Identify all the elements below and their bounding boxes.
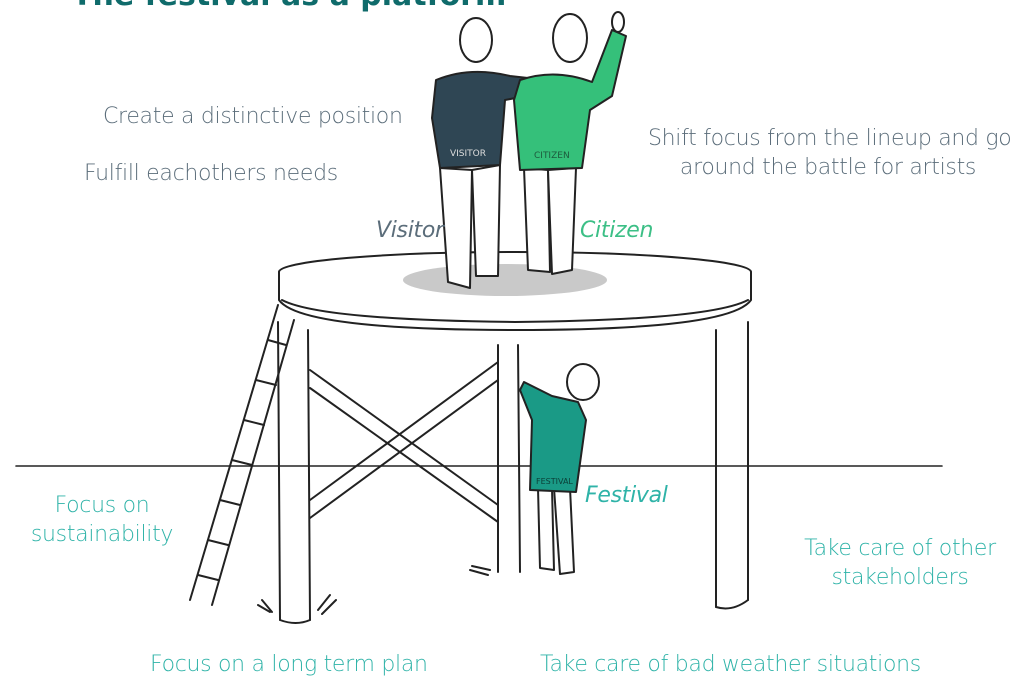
long-term-plan-text: Focus on a long term plan [150, 652, 428, 677]
festival-label: Festival [585, 483, 668, 508]
platform-leg-back-right [715, 321, 749, 608]
fulfill-needs-text: Fulfill eachothers needs [84, 161, 338, 186]
grass-tuft [257, 565, 491, 615]
platform-leg-front-left [277, 321, 311, 621]
citizen-label: Citizen [580, 218, 654, 243]
platform-leg-back-left [497, 344, 521, 573]
shift-focus-text: Shift focus from the lineup and go aroun… [648, 124, 1012, 182]
figure-shadow [403, 264, 607, 296]
visitor-label: Visitor [376, 218, 444, 243]
citizen-figure: CITIZEN [513, 11, 627, 275]
cross-brace [309, 361, 499, 523]
take-care-stakeholders-line-1: Take care of other [804, 536, 996, 561]
ladder [189, 304, 295, 606]
bad-weather-text: Take care of bad weather situations [540, 652, 921, 677]
page-title: The festival as a platform [72, 0, 506, 13]
focus-sustainability-text: Focus on sustainability [28, 491, 176, 549]
visitor-figure: VISITOR [431, 17, 529, 289]
shift-focus-line-2: around the battle for artists [679, 155, 977, 180]
shift-focus-line-1: Shift focus from the lineup and go [648, 126, 1012, 151]
focus-sustainability-line-1: Focus on [54, 493, 150, 518]
svg-text:FESTIVAL: FESTIVAL [536, 477, 573, 486]
svg-text:CITIZEN: CITIZEN [534, 151, 570, 161]
take-care-stakeholders-line-2: stakeholders [831, 565, 969, 590]
create-position-text: Create a distinctive position [103, 104, 403, 129]
festival-figure: FESTIVAL [519, 363, 600, 575]
svg-text:VISITOR: VISITOR [450, 149, 486, 159]
focus-sustainability-line-2: sustainability [30, 522, 174, 547]
take-care-stakeholders-text: Take care of other stakeholders [800, 534, 1000, 592]
